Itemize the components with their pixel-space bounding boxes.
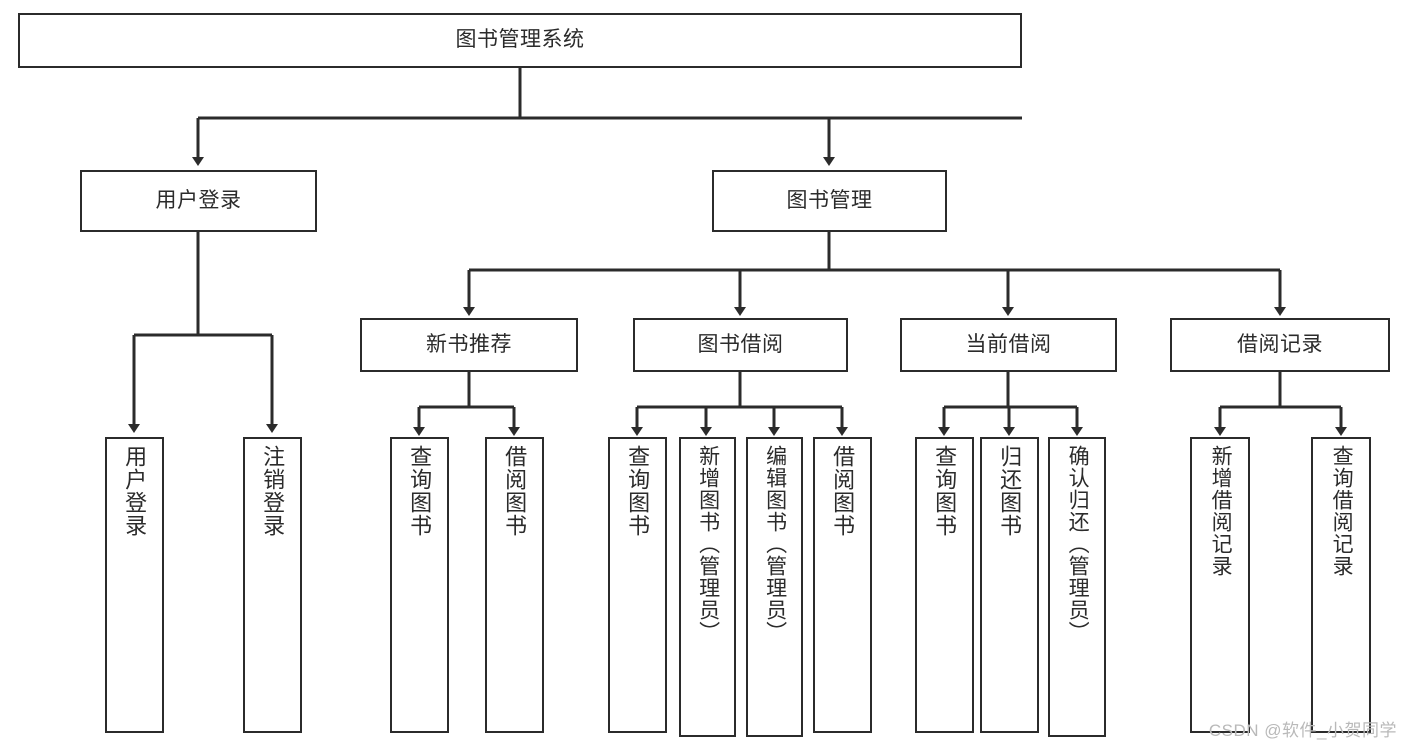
node-label: 图书借阅: [697, 332, 784, 356]
node-label: 查询图书: [932, 445, 958, 537]
leaf-borrow-borrow-book[interactable]: 借阅图书: [813, 437, 872, 733]
node-label: 查询图书: [625, 445, 651, 537]
node-label: 借阅图书: [502, 445, 528, 537]
node-label: 编辑图书（管理员）: [763, 445, 787, 643]
node-root-system[interactable]: 图书管理系统: [18, 13, 1022, 68]
node-book-management[interactable]: 图书管理: [712, 170, 947, 232]
node-label: 当前借阅: [965, 332, 1052, 356]
leaf-record-add-record[interactable]: 新增借阅记录: [1190, 437, 1250, 733]
node-label: 查询图书: [407, 445, 433, 537]
leaf-borrow-add-book-admin[interactable]: 新增图书（管理员）: [679, 437, 736, 737]
node-label: 用户登录: [122, 445, 148, 537]
node-borrow-record[interactable]: 借阅记录: [1170, 318, 1390, 372]
node-user-login[interactable]: 用户登录: [80, 170, 317, 232]
node-label: 注销登录: [260, 445, 286, 537]
leaf-current-return-book[interactable]: 归还图书: [980, 437, 1039, 733]
node-book-borrow[interactable]: 图书借阅: [633, 318, 848, 372]
watermark-text: CSDN @软件_小贺同学: [1208, 721, 1397, 740]
node-label: 确认归还（管理员）: [1066, 445, 1090, 643]
leaf-current-query-book[interactable]: 查询图书: [915, 437, 974, 733]
node-label: 图书管理: [786, 188, 873, 212]
leaf-borrow-query-book[interactable]: 查询图书: [608, 437, 667, 733]
leaf-record-query-record[interactable]: 查询借阅记录: [1311, 437, 1371, 733]
node-label: 借阅图书: [830, 445, 856, 537]
node-label: 新增图书（管理员）: [696, 445, 720, 643]
node-current-borrow[interactable]: 当前借阅: [900, 318, 1117, 372]
node-label: 用户登录: [155, 188, 242, 212]
node-label: 查询借阅记录: [1330, 445, 1354, 577]
node-label: 图书管理系统: [455, 28, 585, 52]
leaf-new-book-borrow[interactable]: 借阅图书: [485, 437, 544, 733]
node-label: 归还图书: [997, 445, 1023, 537]
node-new-book-recommend[interactable]: 新书推荐: [360, 318, 578, 372]
leaf-borrow-edit-book-admin[interactable]: 编辑图书（管理员）: [746, 437, 803, 737]
leaf-new-book-query[interactable]: 查询图书: [390, 437, 449, 733]
node-label: 新书推荐: [426, 332, 512, 356]
leaf-user-login-login[interactable]: 用户登录: [105, 437, 164, 733]
leaf-current-confirm-return-admin[interactable]: 确认归还（管理员）: [1048, 437, 1106, 737]
node-label: 借阅记录: [1237, 332, 1323, 356]
node-label: 新增借阅记录: [1209, 445, 1233, 577]
leaf-user-login-logout[interactable]: 注销登录: [243, 437, 302, 733]
